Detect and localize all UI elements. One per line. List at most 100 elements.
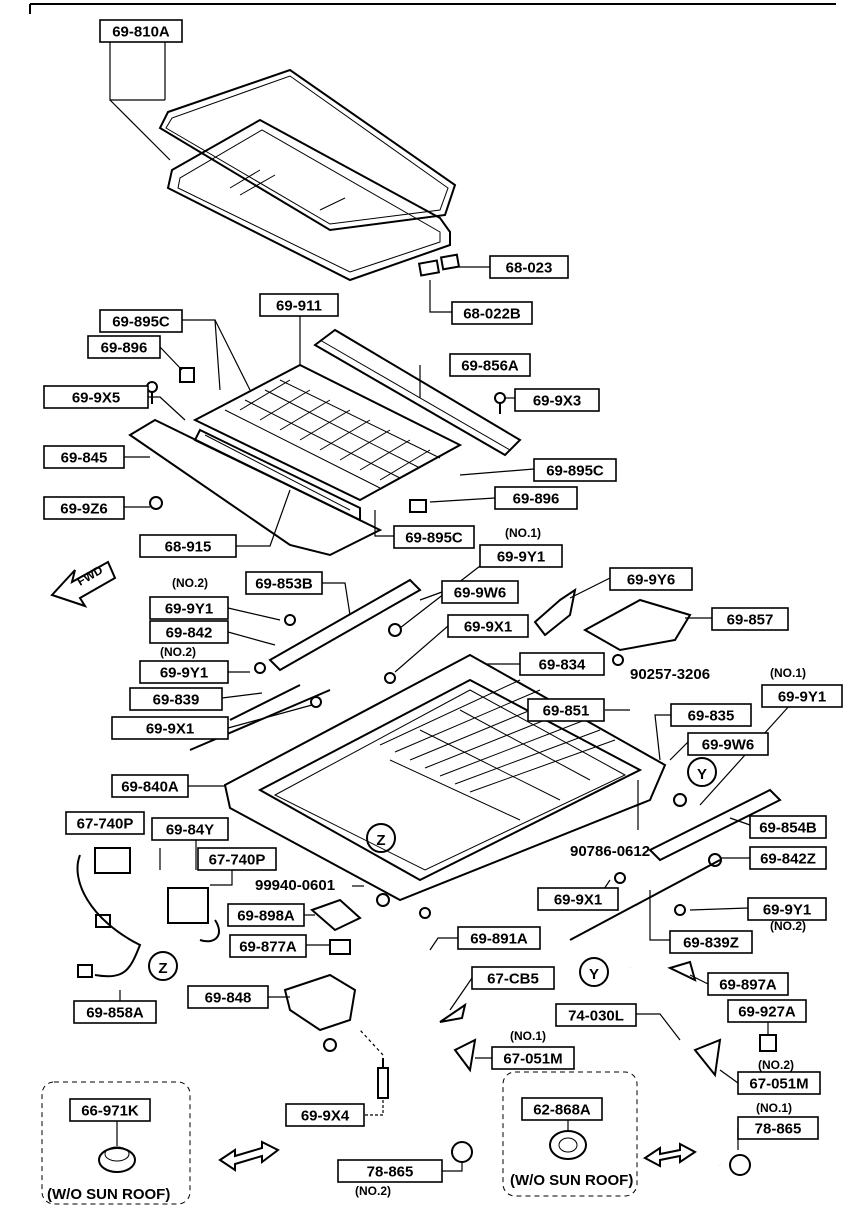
part-label-l-840a: 69-840A [111, 774, 189, 798]
part-number-text: 78-865 [367, 1164, 414, 1181]
part-number-text: 69-835 [688, 708, 735, 725]
part-number-text: 69-9W6 [454, 585, 507, 602]
part-label-box [227, 903, 305, 927]
part-label-l-971k: 66-971K [69, 1098, 151, 1122]
right-mechanism-drawing [569, 788, 782, 941]
part-number-text: 69-858A [86, 1005, 144, 1022]
part-label-l-895c-c: 69-895C [393, 525, 475, 549]
glass-panel-drawing [158, 68, 461, 282]
part-label-box [393, 525, 475, 549]
part-label-box [687, 732, 769, 756]
part-number-text: 69-9X5 [72, 390, 120, 407]
part-number-text: 69-842Z [760, 851, 816, 868]
part-number-text: 69-834 [539, 657, 586, 674]
part-label-l-84y: 69-84Y [151, 817, 229, 841]
part-label-box [521, 1097, 603, 1121]
part-label-box [514, 388, 600, 412]
part-label-box [747, 897, 827, 921]
fwd-arrow-icon [50, 560, 117, 608]
part-label-l-9x1-c: 69-9X1 [537, 887, 619, 911]
note-no2-d: (NO.2) [758, 1058, 794, 1072]
note-no2-b: (NO.2) [160, 645, 196, 659]
note-no1-a: (NO.1) [505, 526, 541, 540]
part-label-l-810a: 69-810A [99, 19, 183, 43]
part-label-l-895c-b: 69-895C [533, 458, 617, 482]
part-label-l-853b: 69-853B [245, 571, 323, 595]
part-label-box [749, 846, 827, 870]
part-number-text: 69-877A [239, 939, 297, 956]
part-label-l-839z: 69-839Z [669, 930, 753, 954]
part-label-box [527, 698, 605, 722]
part-number-text: 69-839 [153, 692, 200, 709]
note-pn-0612: 90786-0612 [570, 843, 650, 860]
wo-sunroof-frame-right [502, 1071, 638, 1197]
part-label-l-911: 69-911 [259, 293, 339, 317]
part-label-l-030l: 74-030L [555, 1003, 637, 1027]
part-label-l-9y6: 69-9Y6 [609, 567, 693, 591]
part-label-box [489, 255, 569, 279]
part-label-l-cb5: 67-CB5 [471, 966, 555, 990]
part-number-text: 69-9X1 [554, 892, 602, 909]
svg-text:Y: Y [589, 966, 599, 983]
part-label-box [519, 652, 605, 676]
part-number-text: 69-9Y1 [778, 689, 826, 706]
part-number-text: 67-740P [209, 852, 266, 869]
sunshade-drawing [128, 328, 522, 557]
part-number-text: 69-9X1 [464, 619, 512, 636]
part-number-text: 68-915 [165, 539, 212, 556]
part-label-box [441, 580, 519, 604]
part-label-l-740p-a: 67-740P [65, 811, 145, 835]
part-label-box [737, 1071, 821, 1095]
part-label-box [43, 445, 125, 469]
part-number-text: 67-CB5 [487, 971, 539, 988]
part-label-l-9y1-c: 69-9Y1 [139, 660, 229, 684]
part-label-l-740p-b: 67-740P [197, 847, 277, 871]
part-label-box [449, 353, 531, 377]
part-label-l-856a: 69-856A [449, 353, 531, 377]
part-number-text: 69-848 [205, 990, 252, 1007]
part-label-l-865-b: 78-865 [737, 1116, 819, 1140]
part-number-text: 69-810A [112, 24, 170, 41]
part-label-box [149, 620, 229, 644]
part-label-l-842: 69-842 [149, 620, 229, 644]
part-label-l-9w6-a: 69-9W6 [441, 580, 519, 604]
part-label-box [537, 887, 619, 911]
part-label-box [139, 660, 229, 684]
part-label-box [87, 335, 161, 359]
part-label-l-9x3: 69-9X3 [514, 388, 600, 412]
part-number-text: 69-9Y1 [497, 549, 545, 566]
part-label-box [197, 847, 277, 871]
part-number-text: 69-9X3 [533, 393, 581, 410]
sunroof-frame-drawing [223, 653, 667, 919]
part-label-l-845: 69-845 [43, 445, 125, 469]
note-no2-a: (NO.2) [172, 576, 208, 590]
note-pn-0601: 99940-0601 [255, 877, 335, 894]
part-number-text: 69-845 [61, 450, 108, 467]
part-label-box [69, 1098, 151, 1122]
part-label-l-857: 69-857 [711, 607, 789, 631]
part-label-box [669, 930, 753, 954]
part-label-box [737, 1116, 819, 1140]
part-label-box [129, 687, 223, 711]
note-no2-c: (NO.2) [770, 919, 806, 933]
part-number-text: 69-896 [101, 340, 148, 357]
part-number-text: 69-895C [405, 530, 463, 547]
part-label-l-023: 68-023 [489, 255, 569, 279]
part-number-text: 69-842 [166, 625, 213, 642]
note-no1-b: (NO.1) [770, 666, 806, 680]
part-label-box [139, 534, 237, 558]
wiring-harness-drawing [76, 847, 389, 1099]
part-label-box [670, 703, 752, 727]
part-number-text: 69-9X4 [301, 1108, 350, 1125]
part-label-l-895c-a: 69-895C [99, 309, 183, 333]
part-number-text: 67-051M [749, 1076, 808, 1093]
part-label-box [457, 926, 541, 950]
svg-text:Y: Y [697, 766, 707, 783]
part-number-text: 68-022B [463, 306, 521, 323]
label-layer: 69-810A 68-023 68-022B 69-911 69-895C 69-896 6… [43, 19, 843, 1183]
part-label-l-896-b: 69-896 [494, 486, 578, 510]
ref-circle-z1: Z [366, 823, 396, 853]
note-wo-sunroof-a: (W/O SUN ROOF) [47, 1186, 170, 1203]
